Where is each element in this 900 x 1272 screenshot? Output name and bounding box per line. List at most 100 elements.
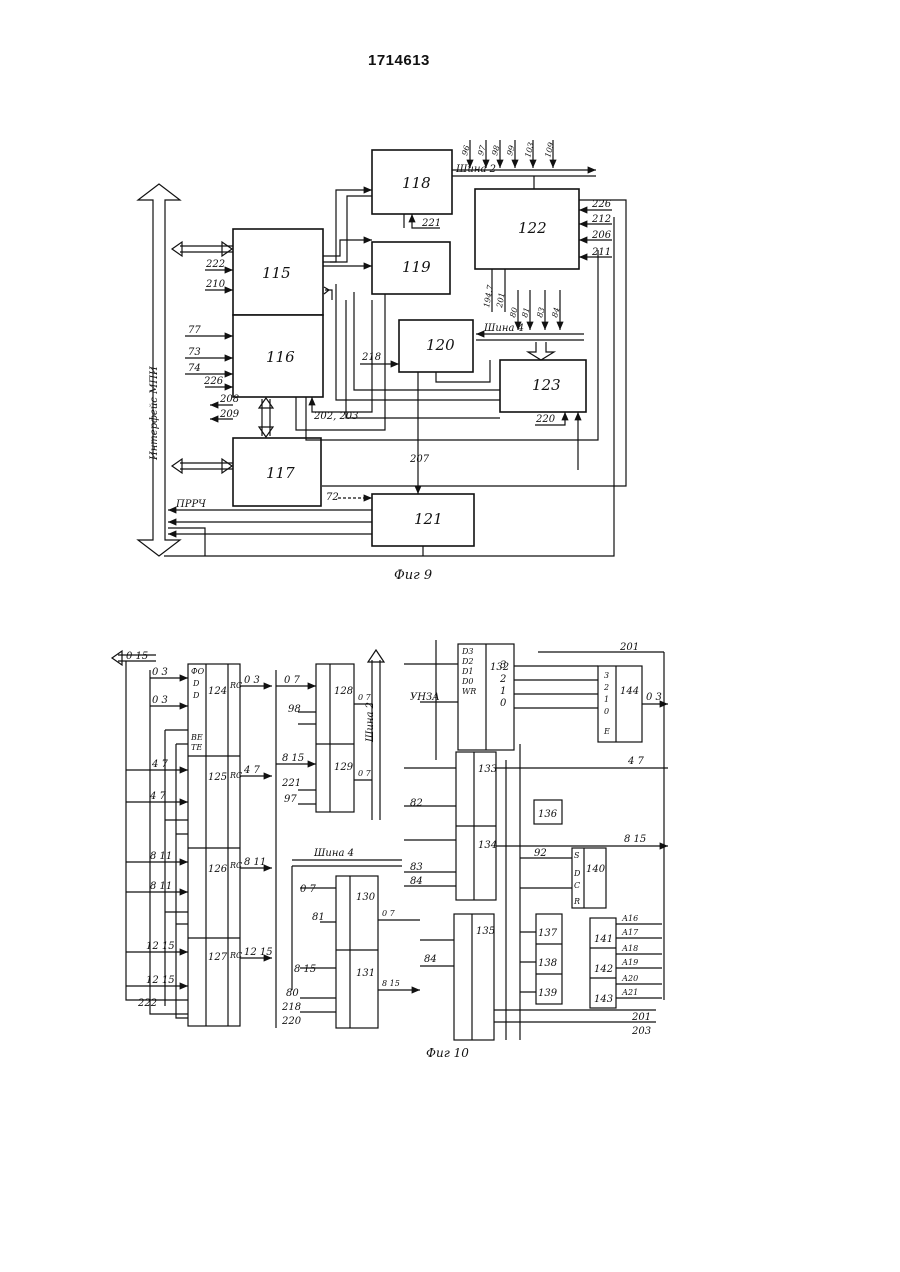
signal-label: 8 15	[282, 753, 304, 764]
signal-label: 136	[538, 809, 558, 820]
signal-label: 82	[410, 798, 423, 809]
block-label: 117	[266, 464, 295, 482]
block-label: 118	[402, 174, 431, 192]
block-124-127	[188, 664, 240, 1026]
signal-label: 124	[208, 686, 227, 697]
signal-label: 2	[499, 674, 506, 685]
signal-label: 226	[203, 376, 224, 387]
signal-label: 0 3	[152, 667, 168, 678]
signal-label: 125	[208, 772, 227, 783]
signal-label: 221	[281, 778, 301, 789]
signal-label: Шина 2	[455, 164, 496, 175]
signal-label: 209	[219, 409, 240, 420]
signal-label: WR	[462, 687, 476, 696]
signal-label: 1	[604, 695, 609, 704]
block-label: 120	[426, 336, 455, 354]
signal-label: 144	[620, 686, 639, 697]
signal-label: 73	[188, 347, 201, 358]
signal-label: 201	[631, 1012, 651, 1023]
signal-label: 143	[594, 994, 613, 1005]
block-label: 115	[262, 264, 291, 282]
signal-label: ТЕ	[191, 743, 202, 752]
signal-label: 2	[603, 683, 609, 692]
signal-label: 8 11	[150, 881, 172, 892]
signal-label: D1	[461, 667, 474, 676]
signal-label: 84	[424, 954, 437, 965]
signal-label: D2	[461, 657, 474, 666]
signal-label: D	[573, 869, 581, 878]
signal-label: 0	[604, 707, 609, 716]
signal-label: 4 7	[627, 756, 645, 767]
signal-label: D	[192, 679, 200, 688]
signal-label: 226	[591, 199, 612, 210]
signal-label: 220	[535, 414, 556, 425]
signal-label: 133	[478, 764, 497, 775]
signal-label: 211	[591, 247, 611, 258]
signal-label: 0	[500, 698, 507, 709]
signal-label: 206	[591, 230, 612, 241]
signal-label: 137	[538, 928, 558, 939]
signal-label: RC	[229, 951, 242, 960]
signal-label: 8 11	[244, 857, 266, 868]
signal-label: 203	[631, 1026, 651, 1037]
signal-label: 81	[312, 912, 325, 923]
signal-label: А21	[621, 988, 638, 997]
fig9-diagram: Интерфейс МПИ 115 116 117 118 119 120 12…	[138, 140, 626, 556]
signal-label: 207	[409, 454, 430, 465]
fig9-bus-label: Интерфейс МПИ	[149, 366, 160, 461]
fig10-caption: Фиг 10	[426, 1046, 469, 1060]
signal-label: 3	[604, 671, 609, 680]
signal-label: D	[192, 691, 200, 700]
signal-label: 8 15	[624, 834, 646, 845]
signal-label: 222	[205, 259, 225, 270]
signal-label: 126	[208, 864, 228, 875]
signal-label: 109	[543, 141, 556, 158]
fig10-diagram: 0 15 124 125 126 127 ФО D D ВЕ ТЕ RC RC …	[112, 640, 668, 1040]
signal-label: А19	[621, 958, 638, 967]
signal-label: 4 7	[151, 759, 169, 770]
fig9-caption: Фиг 9	[394, 568, 432, 583]
signal-label: 12 15	[244, 947, 273, 958]
signal-label: D0	[461, 677, 474, 686]
signal-label: 222	[137, 998, 157, 1009]
signal-label: 0 7	[300, 884, 317, 895]
signal-label: E	[603, 727, 610, 736]
signal-label: R	[573, 897, 580, 906]
signal-label: ВЕ	[190, 733, 203, 742]
signal-label: 8 15	[294, 964, 316, 975]
signal-label: Шина 2	[365, 702, 376, 743]
signal-label: 218	[281, 1002, 301, 1013]
signal-label: 218	[361, 352, 381, 363]
block-label: 116	[266, 348, 295, 366]
signal-label: А16	[621, 914, 638, 923]
signal-label: 84	[410, 876, 423, 887]
signal-label: 201	[619, 642, 639, 653]
signal-label: 208	[219, 394, 239, 405]
block-label: 122	[518, 219, 547, 237]
signal-label: 127	[208, 952, 228, 963]
signal-label: УНЗА	[410, 692, 440, 703]
signal-label: 138	[538, 958, 557, 969]
signal-label: 74	[188, 363, 201, 374]
signal-label: ФО	[191, 667, 205, 676]
block-label: 119	[402, 258, 431, 276]
signal-label: 212	[591, 214, 611, 225]
signal-label: 0 7	[358, 769, 372, 778]
signal-label: 220	[281, 1016, 302, 1027]
signal-label: 194.7	[482, 283, 495, 308]
signal-label: 0 3	[244, 675, 260, 686]
signal-label: 135	[476, 926, 495, 937]
signal-label: 83	[410, 862, 423, 873]
signal-label: 77	[188, 325, 201, 336]
signal-label: А20	[621, 974, 638, 983]
block-label: 121	[414, 510, 443, 528]
signal-label: 141	[594, 934, 613, 945]
signal-label: 139	[538, 988, 558, 999]
signal-label: 97	[284, 794, 297, 805]
signal-label: 4 7	[149, 791, 167, 802]
signal-label: RC	[229, 861, 242, 870]
signal-label: 140	[586, 864, 606, 875]
signal-label: 98	[288, 704, 301, 715]
